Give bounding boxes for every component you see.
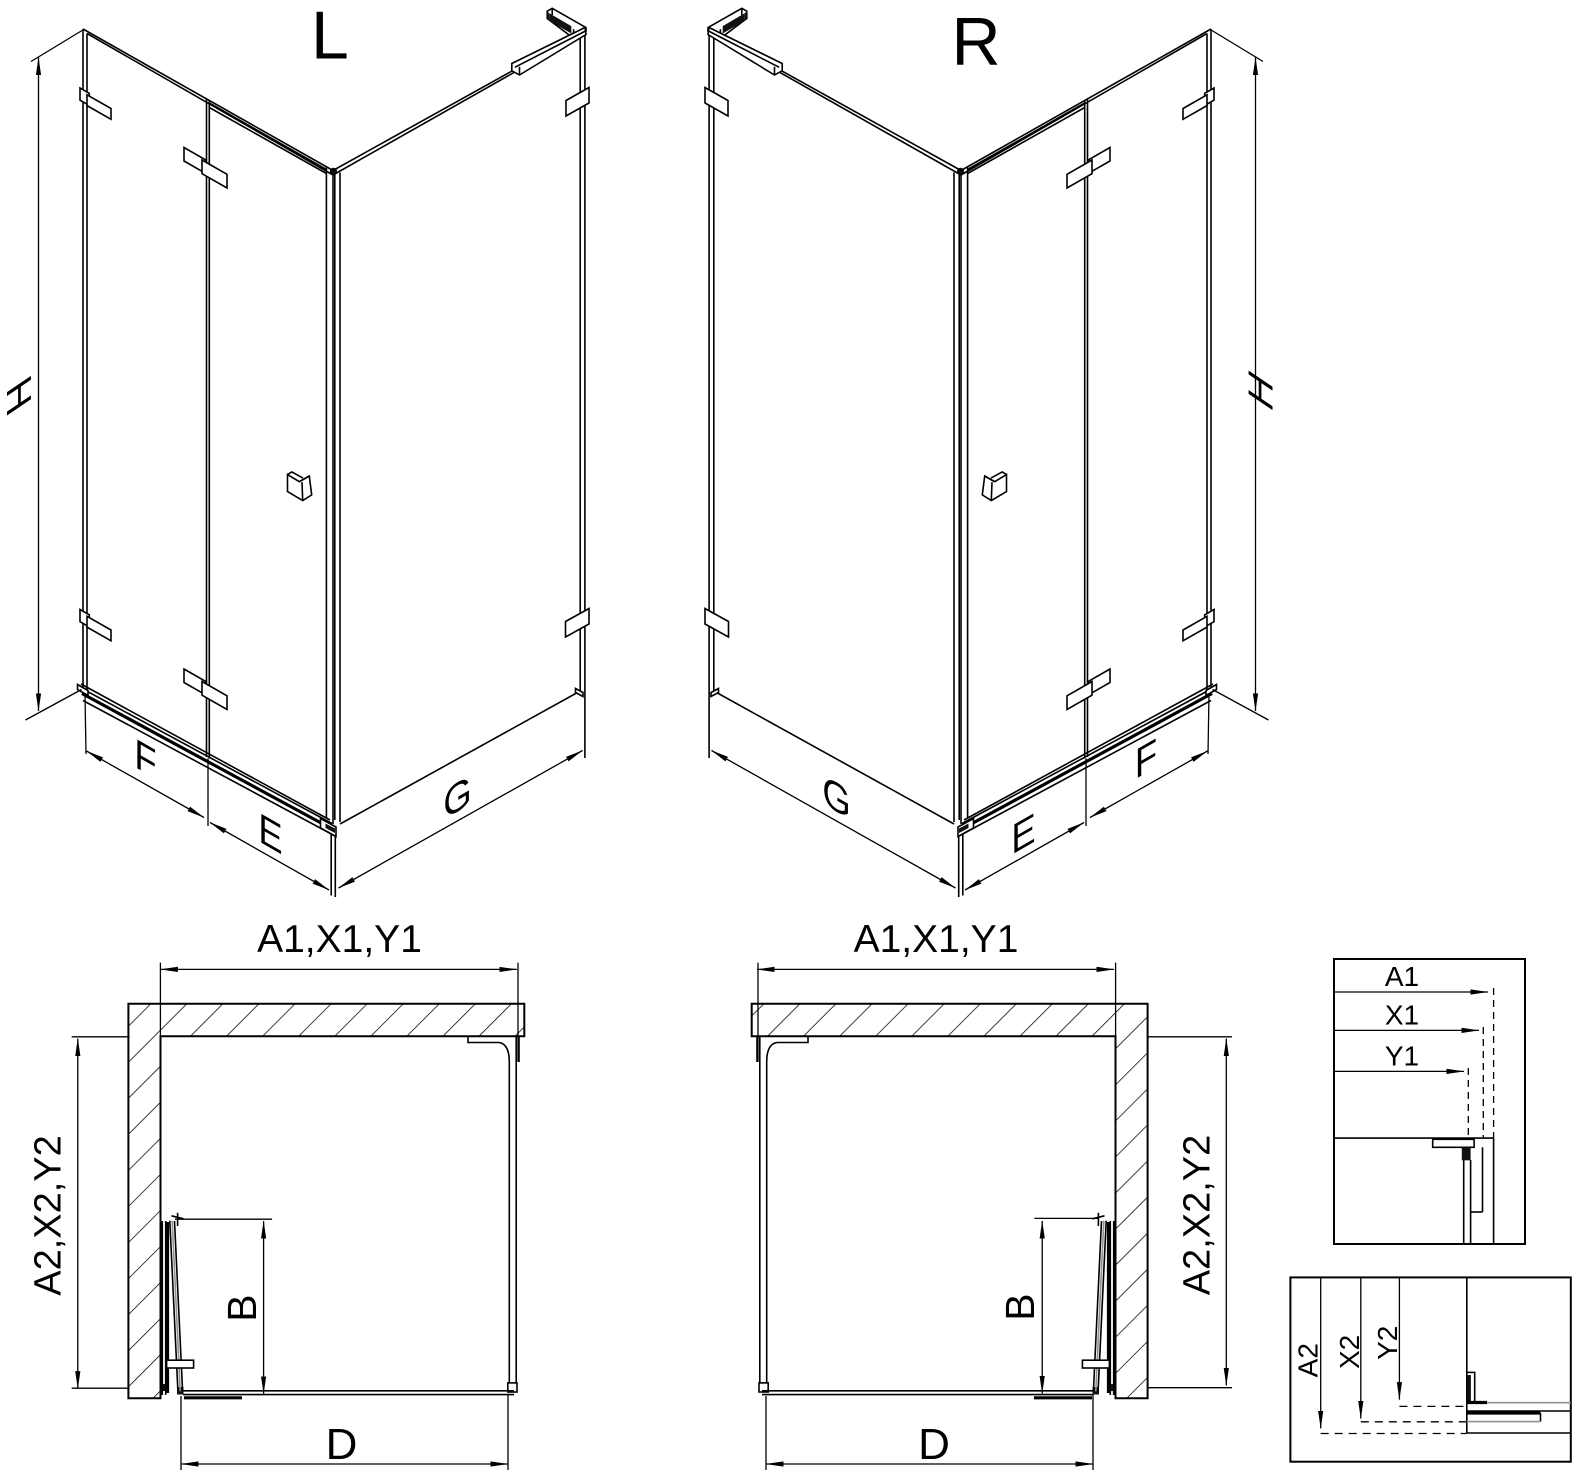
svg-text:R: R — [952, 4, 1001, 80]
svg-text:A2,X2,Y2: A2,X2,Y2 — [1177, 1135, 1219, 1296]
svg-text:A2,X2,Y2: A2,X2,Y2 — [28, 1135, 70, 1296]
svg-text:F: F — [1135, 729, 1157, 789]
svg-text:X2: X2 — [1334, 1335, 1365, 1369]
svg-text:X1: X1 — [1385, 1000, 1419, 1031]
svg-text:A1: A1 — [1385, 961, 1419, 992]
svg-text:A2: A2 — [1293, 1343, 1324, 1377]
svg-text:A1,X1,Y1: A1,X1,Y1 — [257, 918, 422, 961]
svg-text:Y2: Y2 — [1372, 1326, 1403, 1360]
svg-text:B: B — [219, 1294, 265, 1321]
svg-text:B: B — [997, 1293, 1043, 1320]
svg-text:Y1: Y1 — [1385, 1041, 1419, 1072]
svg-text:D: D — [918, 1420, 950, 1469]
svg-text:L: L — [311, 0, 349, 74]
svg-text:F: F — [134, 729, 156, 789]
svg-text:A1,X1,Y1: A1,X1,Y1 — [854, 918, 1019, 961]
svg-text:D: D — [326, 1420, 358, 1469]
